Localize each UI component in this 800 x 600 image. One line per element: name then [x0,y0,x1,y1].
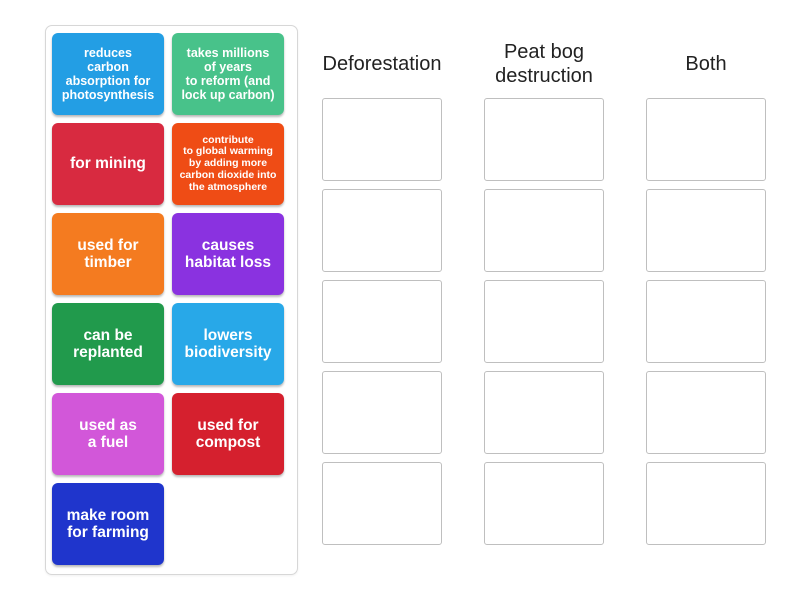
tile-causes-habitat-loss[interactable]: causes habitat loss [172,213,284,295]
tile-label: reduces carbon absorption for photosynth… [61,46,155,102]
tile-label: used for timber [77,236,139,271]
tile-label: takes millions of years to reform (and l… [181,46,275,102]
tile-for-mining[interactable]: for mining [52,123,164,205]
tile-used-for-compost[interactable]: used for compost [172,393,284,475]
dropzone[interactable] [322,280,442,363]
tile-used-as-a-fuel[interactable]: used as a fuel [52,393,164,475]
dropzone-stack [322,98,442,545]
dropzone[interactable] [646,189,766,272]
dropzone[interactable] [484,98,604,181]
column-both: Both [642,38,770,545]
dropzone[interactable] [484,189,604,272]
tile-label: causes habitat loss [184,236,272,271]
dropzone[interactable] [322,98,442,181]
tile-label: can be replanted [73,326,143,361]
tile-label: make room for farming [66,506,150,541]
column-header: Deforestation [322,53,442,76]
tile-lowers-biodiversity[interactable]: lowers biodiversity [172,303,284,385]
tile-label: contribute to global warming by adding m… [179,133,277,193]
tile-make-room-for-farming[interactable]: make room for farming [52,483,164,565]
tile-contribute-global-warming[interactable]: contribute to global warming by adding m… [172,123,284,205]
dropzone[interactable] [646,98,766,181]
tile-tray: reduces carbon absorption for photosynth… [45,25,298,575]
dropzone[interactable] [646,462,766,545]
dropzone-stack [646,98,766,545]
column-peat-bog-destruction: Peat bog destruction [480,38,608,545]
dropzone[interactable] [646,371,766,454]
dropzone[interactable] [322,189,442,272]
tile-reduces-carbon-absorption[interactable]: reduces carbon absorption for photosynth… [52,33,164,115]
tile-label: lowers biodiversity [184,326,272,361]
dropzone[interactable] [646,280,766,363]
tile-label: used as a fuel [79,416,137,451]
dropzone-stack [484,98,604,545]
tile-label: used for compost [195,416,261,451]
tile-can-be-replanted[interactable]: can be replanted [52,303,164,385]
tile-label: for mining [70,155,146,173]
sorting-columns: Deforestation Peat bog destruction Both [318,38,770,545]
tile-used-for-timber[interactable]: used for timber [52,213,164,295]
column-header: Peat bog destruction [495,41,593,87]
dropzone[interactable] [484,371,604,454]
dropzone[interactable] [322,371,442,454]
tile-takes-millions-of-years[interactable]: takes millions of years to reform (and l… [172,33,284,115]
column-header: Both [685,53,727,76]
dropzone[interactable] [484,280,604,363]
dropzone[interactable] [322,462,442,545]
dropzone[interactable] [484,462,604,545]
column-deforestation: Deforestation [318,38,446,545]
tile-grid: reduces carbon absorption for photosynth… [52,33,293,565]
